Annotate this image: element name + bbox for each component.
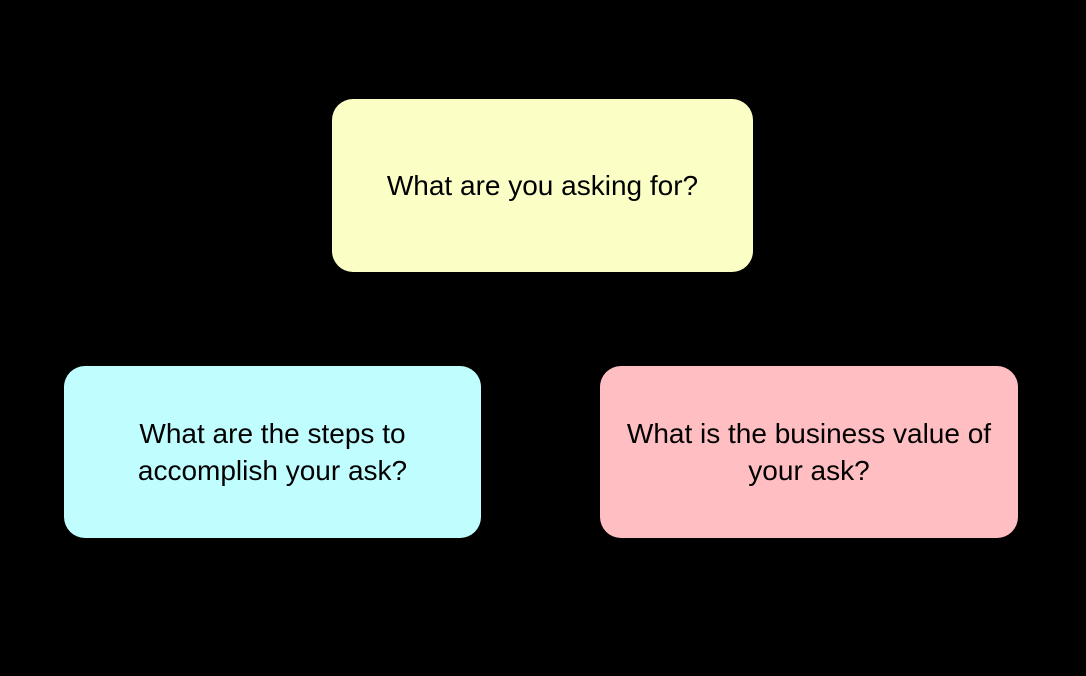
node-business-value-label: What is the business value of your ask? bbox=[626, 418, 992, 486]
node-steps-to-accomplish-label: What are the steps to accomplish your as… bbox=[137, 418, 408, 486]
node-business-value: What is the business value of your ask? bbox=[600, 366, 1018, 538]
node-what-are-you-asking-for: What are you asking for? bbox=[332, 99, 753, 272]
node-what-are-you-asking-for-label: What are you asking for? bbox=[386, 170, 699, 201]
node-steps-to-accomplish: What are the steps to accomplish your as… bbox=[64, 366, 481, 538]
